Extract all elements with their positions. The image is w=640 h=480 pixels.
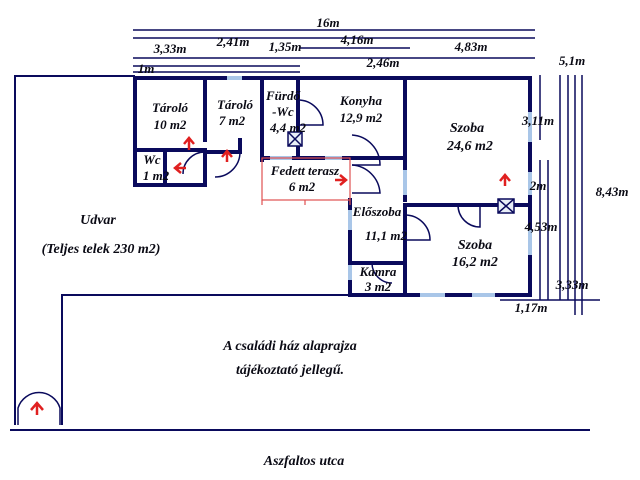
door-bath [297, 99, 324, 126]
caption-line1: A családi ház alaprajza [222, 339, 356, 354]
room-bath-area: 4,4 m2 [269, 120, 307, 135]
room-storage1-name: Tároló [152, 100, 189, 115]
arrow-storage1-icon [183, 136, 195, 150]
entry-arrows [173, 136, 511, 186]
door-hall [404, 214, 431, 241]
door-wc [182, 151, 206, 175]
gate [17, 391, 61, 425]
dim-843-label: 8,43m [596, 184, 629, 199]
arrow-terrace-icon [335, 174, 348, 186]
dim-241-label: 2,41m [216, 34, 250, 49]
dim-453-label: 4,53m [524, 219, 558, 234]
dim-1m-label: 1m [138, 61, 155, 76]
room-terrace-name: Fedett terasz [270, 163, 340, 178]
arrow-room1-icon [499, 173, 511, 186]
gate-arrow-icon [30, 401, 44, 415]
arrow-storage2-icon [221, 149, 233, 162]
dim-2m-label: 2m [529, 178, 547, 193]
room-terrace-area: 6 m2 [289, 179, 316, 194]
door-pantry [371, 262, 393, 284]
yard-note: (Teljes telek 230 m2) [42, 242, 161, 257]
room-hall-name: Előszoba [352, 204, 402, 219]
terrace-outline [261, 157, 351, 205]
dim-135-label: 1,35m [269, 39, 302, 54]
room-bedroom-name: Szoba [458, 238, 492, 253]
room-kitchen-area: 12,9 m2 [340, 110, 383, 125]
dim-246-label: 2,46m [366, 55, 400, 70]
yard-name: Udvar [80, 213, 116, 228]
room-storage1-area: 10 m2 [154, 117, 187, 132]
dim-total-label: 16m [316, 15, 339, 30]
vent-bath-cross [287, 131, 303, 147]
plot-inner-edge [61, 294, 350, 425]
room-bedroom-area: 16,2 m2 [452, 255, 498, 270]
room-bath-name: Fürdő [265, 88, 301, 103]
dim-311-label: 3,11m [521, 113, 554, 128]
dimension-lines [133, 29, 535, 73]
plot-outline [10, 75, 590, 431]
dim-416-label: 4,16m [340, 32, 374, 47]
room-pantry-area: 3 m2 [364, 279, 392, 294]
street-name: Aszfaltos utca [263, 454, 345, 469]
dim-333b-label: 3,33m [555, 277, 589, 292]
vent-room-cross [497, 198, 515, 214]
vertical-dimension-lines [500, 75, 600, 315]
room-kitchen-name: Konyha [339, 93, 382, 108]
gate-arc [17, 391, 61, 425]
door-kitchen [351, 134, 381, 166]
doors [182, 99, 481, 284]
room-living-name: Szoba [450, 121, 484, 136]
vents [287, 131, 515, 214]
dim-333-label: 3,33m [153, 41, 187, 56]
room-wc-name: Wc [143, 152, 161, 167]
room-pantry-name: Kamra [359, 264, 397, 279]
door-room2 [457, 204, 481, 228]
door-storage2 [214, 151, 241, 178]
plot-left-edge [14, 75, 135, 425]
room-living-area: 24,6 m2 [446, 139, 493, 154]
wall-left-storage [133, 76, 207, 187]
dim-117-label: 1,17m [515, 300, 548, 315]
room-storage2-name: Tároló [217, 97, 254, 112]
room-storage2-area: 7 m2 [219, 113, 246, 128]
arrow-wc-icon [173, 162, 186, 174]
door-terrace [351, 164, 381, 194]
caption-line2: tájékoztató jellegű. [236, 363, 344, 378]
room-hall-area: 11,1 m2 [365, 228, 407, 243]
dim-483-label: 4,83m [454, 39, 488, 54]
dim-51-label: 5,1m [559, 53, 585, 68]
room-bath-name2: -Wc [272, 104, 294, 119]
terrace-rect [261, 157, 351, 201]
room-wc-area: 1 m2 [143, 168, 170, 183]
